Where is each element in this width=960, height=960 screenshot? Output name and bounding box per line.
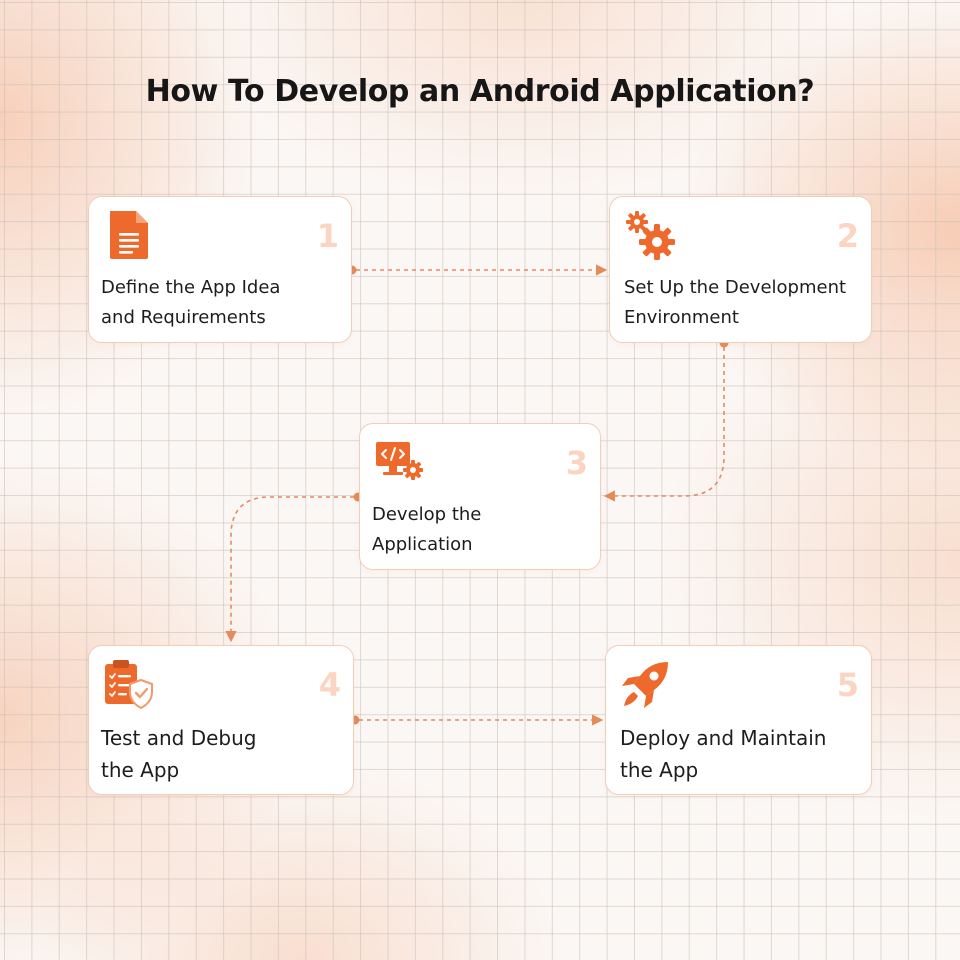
clipboard-shield-icon	[105, 660, 153, 710]
connector-2-to-3	[603, 338, 729, 502]
step-label: Set Up the Development Environment	[624, 277, 847, 328]
step-card-4: 4 Test and Debug the App	[88, 645, 354, 795]
connector-4-to-5	[350, 714, 604, 726]
step-label: Deploy and Maintain the App	[620, 726, 827, 782]
step-label: Develop the Application	[372, 504, 482, 555]
page-title: How To Develop an Android Application?	[145, 74, 815, 109]
step-card-3: 3 Develop the Application	[359, 423, 601, 570]
step-label: Define the App Idea and Requirements	[101, 277, 281, 328]
step-number: 4	[318, 666, 341, 704]
gears-icon	[626, 211, 675, 260]
step-number: 3	[565, 444, 588, 482]
step-card-1: 1 Define the App Idea and Requirements	[88, 196, 352, 343]
step-number: 1	[316, 217, 339, 255]
connector-1-to-2	[347, 264, 608, 276]
step-number: 2	[836, 217, 859, 255]
step-number: 5	[836, 666, 859, 704]
step-card-5: 5 Deploy and Maintain the App	[605, 645, 872, 795]
step-label: Test and Debug the App	[101, 726, 257, 782]
code-monitor-icon	[376, 442, 423, 480]
connector-3-to-4	[225, 492, 363, 643]
rocket-icon	[622, 662, 668, 708]
document-icon	[110, 211, 148, 259]
step-card-2: 2 Set Up the Development Environment	[609, 196, 872, 343]
